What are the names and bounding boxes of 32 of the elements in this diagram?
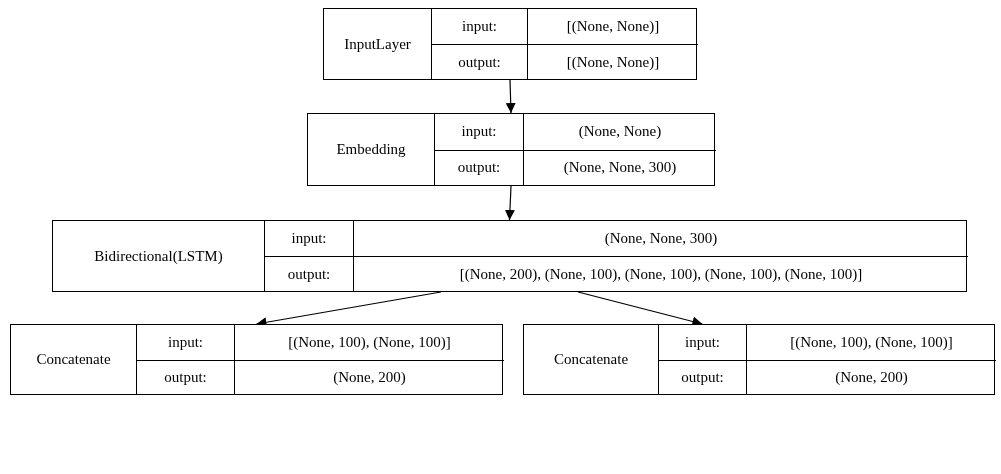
arrow xyxy=(504,185,515,221)
port-label: input: xyxy=(461,123,497,141)
layer-name: InputLayer xyxy=(344,35,411,53)
port-label: output: xyxy=(458,53,501,71)
layer-box xyxy=(10,324,503,395)
layer-box xyxy=(307,113,715,186)
layer-name: Bidirectional(LSTM) xyxy=(94,247,223,265)
port-label: input: xyxy=(168,333,203,351)
shape-value: (None, 200) xyxy=(835,368,908,386)
port-label: output: xyxy=(457,159,501,177)
shape-value: [(None, None)] xyxy=(566,53,660,71)
port-label: output: xyxy=(287,265,331,283)
port-label: output: xyxy=(164,368,207,386)
shape-value: (None, None, 300) xyxy=(604,230,718,247)
shape-value: (None, None, 300) xyxy=(563,159,677,177)
shape-value: [(None, 200), (None, 100), (None, 100), (None, 100), (None, 100)] xyxy=(459,265,863,283)
shape-value: [(None, 100), (None, 100)] xyxy=(288,333,451,351)
arrow xyxy=(505,79,516,114)
layer-name: Concatenate xyxy=(36,351,111,368)
layer-box xyxy=(523,324,995,395)
layer-box xyxy=(323,8,697,80)
port-label: input: xyxy=(291,230,327,247)
shape-value: (None, None) xyxy=(578,123,662,141)
port-label: input: xyxy=(685,333,720,351)
shape-value: (None, 200) xyxy=(333,368,406,386)
port-label: output: xyxy=(681,368,724,386)
port-label: input: xyxy=(462,18,497,35)
layer-name: Embedding xyxy=(336,141,406,158)
shape-value: [(None, 100), (None, 100)] xyxy=(790,333,953,351)
layer-name: Concatenate xyxy=(553,351,629,368)
shape-value: [(None, None)] xyxy=(566,18,660,35)
layer-box xyxy=(52,220,967,292)
